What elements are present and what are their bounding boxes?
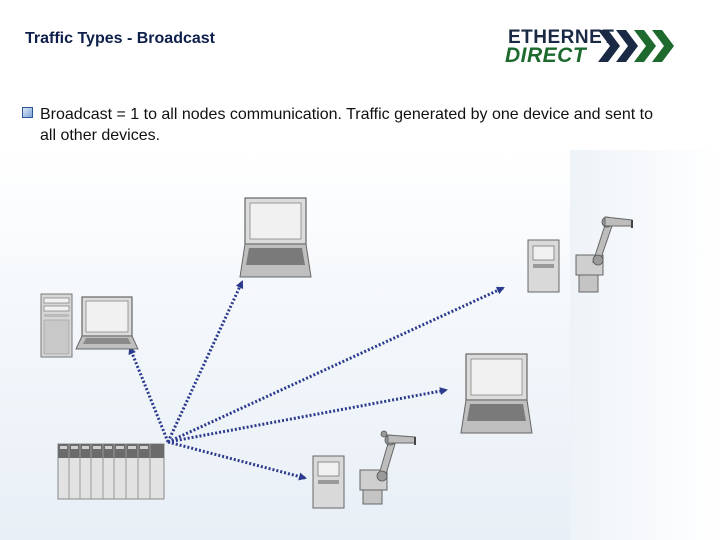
logo-text-top: ETHERNET [508, 27, 615, 48]
background-fade [570, 150, 720, 540]
logo-chevrons-icon [598, 30, 674, 62]
link-to-laptop-right [167, 387, 448, 444]
laptop-icon [239, 197, 312, 278]
link-to-robot-top [167, 286, 505, 444]
laptop-icon [75, 296, 139, 350]
bullet-text: Broadcast = 1 to all nodes communication… [40, 106, 653, 144]
robot-arm-icon [312, 430, 416, 509]
bullet-icon [22, 107, 33, 118]
broadcast-links [128, 280, 505, 481]
laptop-icon [460, 353, 533, 434]
link-to-laptop-top [166, 280, 244, 443]
ethernet-direct-logo: ETHERNET DIRECT [503, 25, 678, 70]
plc-rack-icon [57, 443, 165, 500]
tower-pc-icon [40, 293, 73, 358]
link-to-laptop-left [128, 346, 170, 443]
robot-arm-icon [527, 216, 633, 293]
slide-title: Traffic Types - Broadcast [25, 30, 215, 47]
logo-text-bottom: DIRECT [505, 44, 587, 67]
link-to-robot-bottom [167, 440, 307, 481]
